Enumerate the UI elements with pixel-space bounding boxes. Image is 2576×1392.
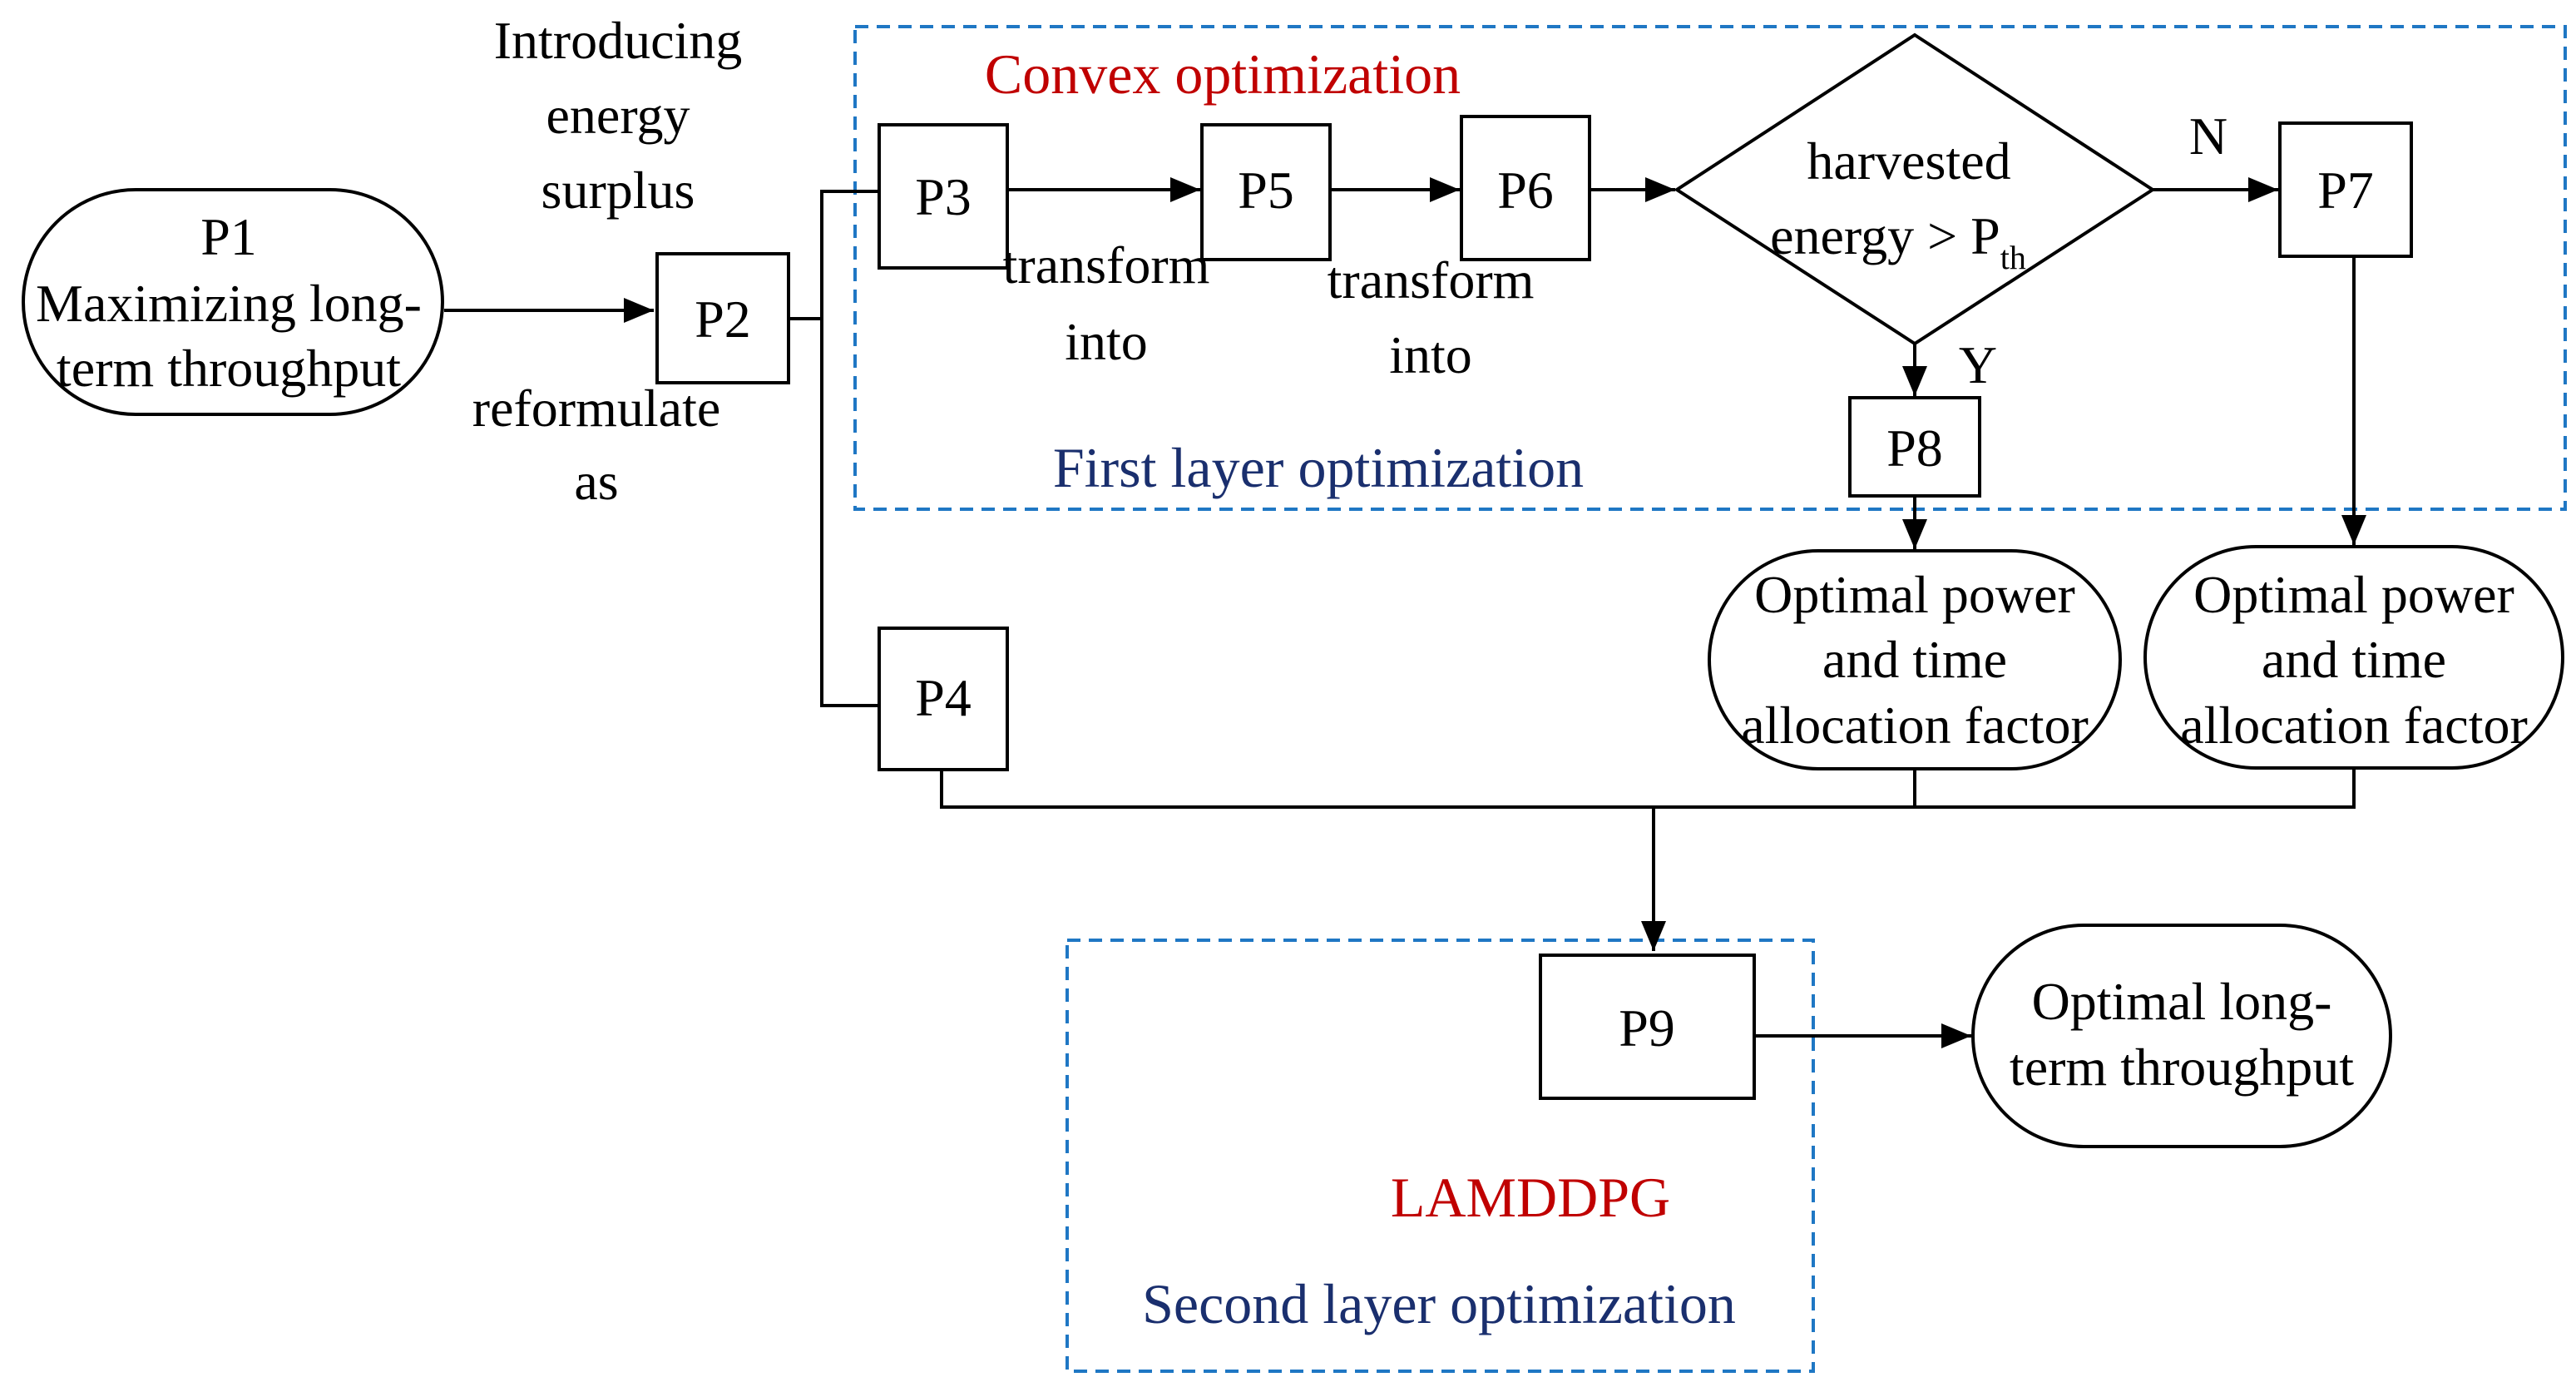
p5-label: P5 <box>1238 161 1294 220</box>
result-n-line3: allocation factor <box>2180 696 2528 755</box>
node-p1: P1 Maximizing long- term throughput <box>22 188 444 416</box>
node-p4: P4 <box>878 627 1009 771</box>
node-p2: P2 <box>655 252 790 384</box>
edge-p2-p4 <box>820 319 878 707</box>
node-p7: P7 <box>2278 121 2413 258</box>
p1-p2-label-line2: as <box>574 452 618 511</box>
second-layer-label: Second layer optimization <box>1142 1272 1736 1335</box>
node-p8: P8 <box>1848 396 1981 498</box>
edge-p2-split <box>790 190 878 320</box>
node-result-n: Optimal power and time allocation factor <box>2143 545 2564 770</box>
decision-line1: harvested <box>1807 131 2010 191</box>
p3-p5-label-line2: into <box>1065 312 1148 371</box>
p2-p3-label-line2: energy <box>546 86 690 145</box>
final-line1: Optimal long- <box>2032 972 2332 1031</box>
p7-label: P7 <box>2317 161 2374 220</box>
p8-label: P8 <box>1886 419 1943 478</box>
edge-merge <box>940 770 2356 809</box>
second-layer-region <box>1066 939 1815 1373</box>
p2-p3-label-line1: Introducing <box>494 11 743 70</box>
result-y-line2: and time <box>1822 630 2007 689</box>
final-line2: term throughput <box>2010 1038 2354 1097</box>
p2-label: P2 <box>695 290 751 349</box>
p4-label: P4 <box>915 668 972 727</box>
yes-branch-label: Y <box>1959 335 1997 394</box>
result-y-line1: Optimal power <box>1754 565 2075 624</box>
decision-node: harvested energy > Pth <box>1674 32 2156 346</box>
p9-label: P9 <box>1619 998 1675 1058</box>
p3-label: P3 <box>915 167 972 226</box>
convex-optimization-label: Convex optimization <box>985 42 1461 106</box>
result-n-line1: Optimal power <box>2193 565 2514 624</box>
lamddpg-label: LAMDDPG <box>1391 1166 1670 1229</box>
first-layer-region <box>853 25 2567 511</box>
node-p5: P5 <box>1200 123 1332 261</box>
result-n-line2: and time <box>2262 630 2446 689</box>
result-y-line3: allocation factor <box>1741 696 2089 755</box>
p5-p6-label-line2: into <box>1389 325 1472 384</box>
no-branch-label: N <box>2189 107 2227 166</box>
p1-p2-label-line1: reformulate <box>472 379 721 438</box>
p3-p5-label-line1: transform <box>1003 235 1210 295</box>
node-p6: P6 <box>1460 115 1591 261</box>
node-final: Optimal long- term throughput <box>1971 924 2392 1148</box>
p6-label: P6 <box>1497 161 1554 220</box>
edges <box>444 177 2366 1048</box>
first-layer-label: First layer optimization <box>1053 436 1584 499</box>
p1-line1: Maximizing long- <box>36 274 422 333</box>
p2-p3-label-line3: surplus <box>541 161 695 220</box>
edge-labels: Introducing energy surplus reformulate a… <box>472 11 2227 511</box>
p1-line2: term throughput <box>57 339 401 398</box>
p1-title: P1 <box>200 207 257 266</box>
node-p9: P9 <box>1539 954 1756 1100</box>
p5-p6-label-line1: transform <box>1328 250 1535 310</box>
node-result-y: Optimal power and time allocation factor <box>1708 549 2122 770</box>
node-p3: P3 <box>878 123 1009 270</box>
decision-line2: energy > Pth <box>1770 206 2026 276</box>
